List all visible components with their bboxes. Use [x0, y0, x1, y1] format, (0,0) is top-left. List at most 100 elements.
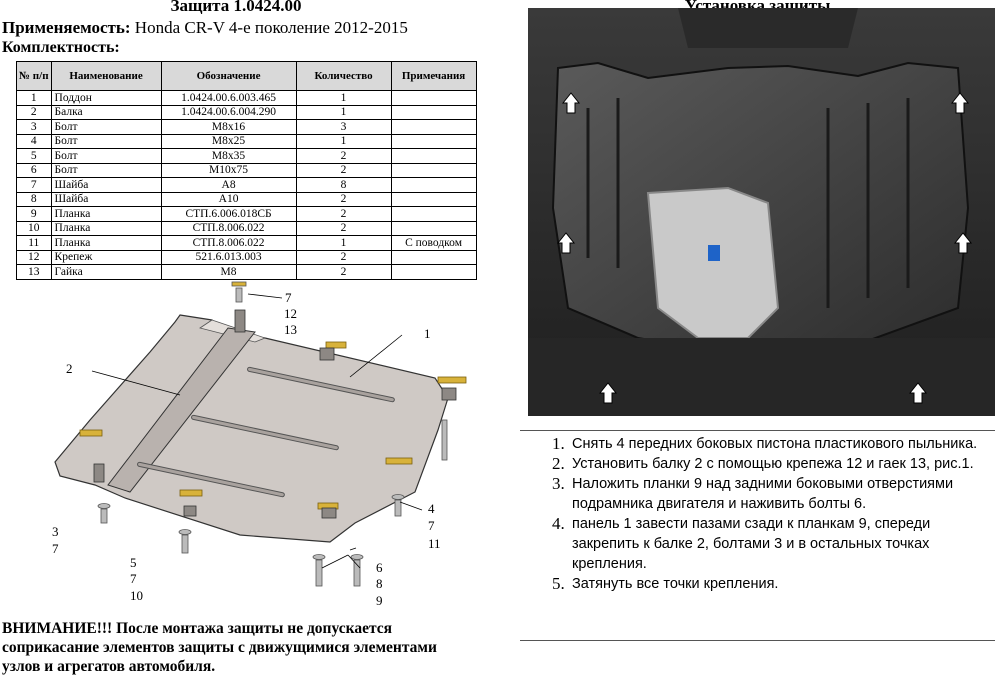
document-title: Защита 1.0424.00 [170, 0, 302, 15]
row-quantity: 2 [295, 249, 392, 265]
row-number: 10 [16, 220, 52, 236]
row-designation: М8 [160, 264, 297, 280]
installation-steps: 1. Снять 4 передних боковых пистона пласт… [520, 434, 995, 594]
row-designation: СТП.8.006.022 [160, 235, 297, 251]
applicability-value: Honda CR-V 4-е поколение 2012-2015 [134, 18, 408, 37]
row-notes [390, 264, 477, 280]
row-designation: М10х75 [160, 162, 297, 178]
row-name: Болт [50, 119, 162, 135]
row-name: Поддон [50, 90, 162, 106]
row-quantity: 1 [295, 133, 392, 149]
row-number: 4 [16, 133, 52, 149]
parts-table: № п/п Наименование Обозначение Количеств… [16, 61, 477, 280]
kit-label: Комплектность: [2, 39, 120, 56]
callout-6: 6 [376, 560, 383, 575]
row-quantity: 8 [295, 177, 392, 193]
row-designation: СТП.8.006.022 [160, 220, 297, 236]
step-4: 4. панель 1 завести пазами сзади к планк… [520, 514, 995, 574]
callout-10: 10 [130, 588, 143, 603]
step-1: 1. Снять 4 передних боковых пистона пласт… [520, 434, 995, 454]
row-quantity: 1 [295, 235, 392, 251]
row-quantity: 2 [295, 191, 392, 207]
callout-7-right: 7 [428, 518, 435, 533]
step-text: Наложить планки 9 над задними боковыми о… [572, 476, 954, 512]
header-designation: Обозначение [160, 61, 297, 91]
row-designation: 1.0424.00.6.004.290 [160, 104, 297, 120]
row-number: 7 [16, 177, 52, 193]
parts-table-header: № п/п Наименование Обозначение Количеств… [16, 61, 477, 91]
row-name: Планка [50, 206, 162, 222]
step-number: 2. [552, 454, 565, 473]
steps-divider-top [520, 430, 995, 431]
step-text: Установить балку 2 с помощью крепежа 12 … [572, 456, 974, 472]
callout-11: 11 [428, 536, 441, 551]
row-quantity: 2 [295, 220, 392, 236]
row-notes: С поводком [390, 235, 477, 251]
row-notes [390, 148, 477, 164]
applicability-label: Применяемость: [2, 18, 131, 37]
row-notes [390, 133, 477, 149]
row-quantity: 2 [295, 264, 392, 280]
callout-12: 12 [284, 306, 297, 321]
row-number: 5 [16, 148, 52, 164]
steps-divider-bottom [520, 640, 995, 641]
row-notes [390, 90, 477, 106]
row-designation: СТП.6.006.018СБ [160, 206, 297, 222]
row-notes [390, 162, 477, 178]
header-number: № п/п [16, 61, 52, 91]
callout-7-left: 7 [52, 541, 59, 556]
row-name: Болт [50, 133, 162, 149]
row-number: 12 [16, 249, 52, 265]
row-number: 6 [16, 162, 52, 178]
callout-4: 4 [428, 501, 435, 516]
row-name: Шайба [50, 191, 162, 207]
step-5: 5. Затянуть все точки крепления. [520, 574, 995, 594]
row-notes [390, 206, 477, 222]
callout-5: 5 [130, 555, 137, 570]
row-name: Планка [50, 235, 162, 251]
row-number: 9 [16, 206, 52, 222]
callout-3: 3 [52, 524, 59, 539]
row-number: 8 [16, 191, 52, 207]
applicability-line: Применяемость: Honda CR-V 4-е поколение … [2, 18, 408, 38]
row-notes [390, 191, 477, 207]
callout-7-top: 7 [285, 290, 292, 305]
row-name: Крепеж [50, 249, 162, 265]
step-number: 5. [552, 574, 565, 593]
row-number: 1 [16, 90, 52, 106]
row-notes [390, 220, 477, 236]
assembly-diagram: 7 12 13 1 2 3 7 5 7 10 4 7 11 6 8 9 [52, 281, 467, 608]
row-name: Шайба [50, 177, 162, 193]
step-number: 1. [552, 434, 565, 453]
step-2: 2. Установить балку 2 с помощью крепежа … [520, 454, 995, 474]
step-text: Снять 4 передних боковых пистона пластик… [572, 436, 978, 452]
callout-1: 1 [424, 326, 431, 341]
row-name: Балка [50, 104, 162, 120]
callout-13: 13 [284, 322, 297, 337]
row-notes [390, 119, 477, 135]
row-name: Болт [50, 162, 162, 178]
row-name: Болт [50, 148, 162, 164]
step-number: 4. [552, 514, 565, 533]
step-number: 3. [552, 474, 565, 493]
step-3: 3. Наложить планки 9 над задними боковыми… [520, 474, 995, 514]
beam [107, 327, 256, 493]
row-quantity: 1 [295, 90, 392, 106]
callout-2: 2 [66, 361, 73, 376]
callout-9: 9 [376, 593, 383, 608]
step-text: Затянуть все точки крепления. [572, 576, 779, 592]
row-quantity: 1 [295, 104, 392, 120]
row-quantity: 2 [295, 148, 392, 164]
row-quantity: 2 [295, 162, 392, 178]
row-notes [390, 104, 477, 120]
